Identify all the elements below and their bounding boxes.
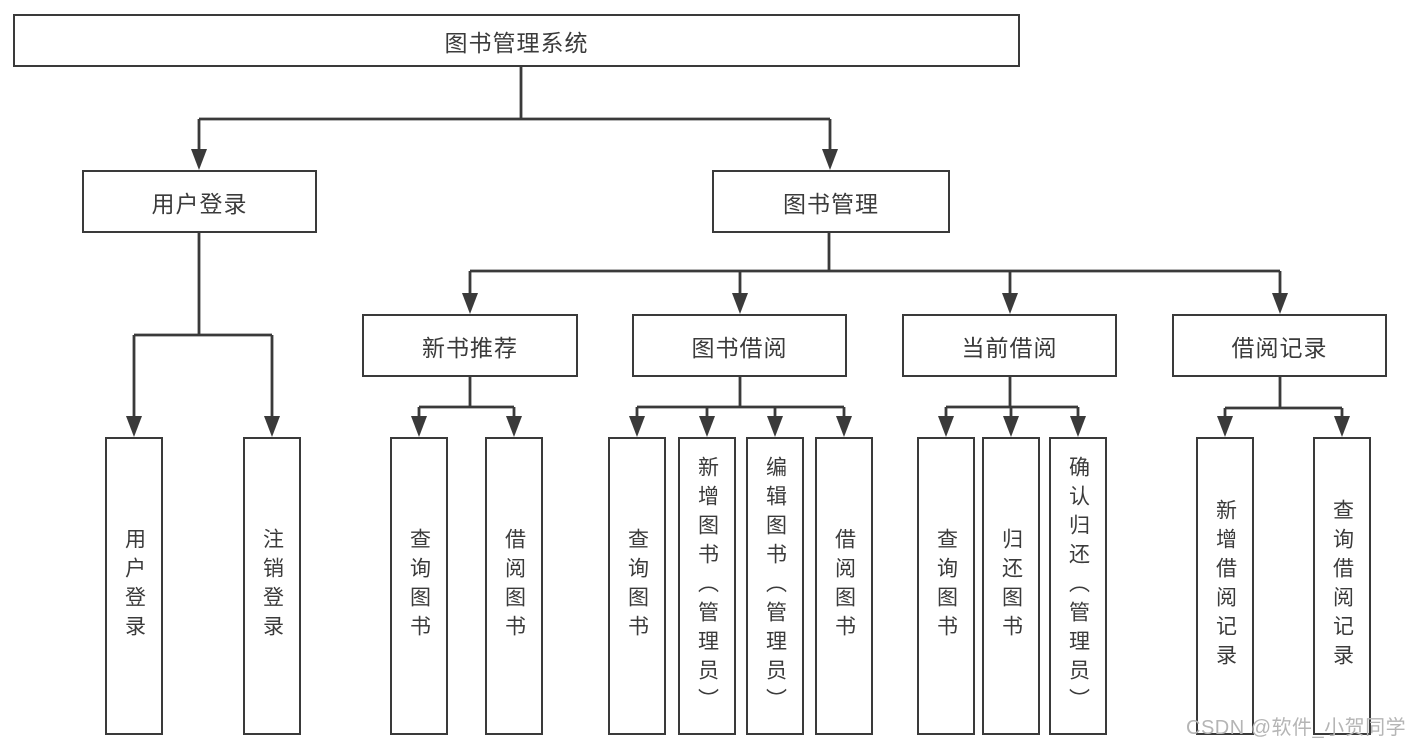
node-add-book-admin: 新增图书（管理员） [678, 437, 736, 735]
connector-user-login [132, 233, 274, 424]
arrowhead-icon [411, 416, 427, 437]
node-user-login-leaf-label: 用户登录 [122, 528, 146, 644]
arrowhead-icon [126, 416, 142, 437]
node-query-books-current: 查询图书 [917, 437, 975, 735]
node-borrow-books-recommend-label: 借阅图书 [502, 528, 526, 644]
node-current-borrowing-label: 当前借阅 [961, 334, 1058, 361]
node-edit-book-admin-label: 编辑图书（管理员） [763, 455, 787, 717]
node-query-books-borrowing: 查询图书 [608, 437, 666, 735]
node-root-label: 图书管理系统 [444, 29, 589, 56]
arrowhead-icon [767, 416, 783, 437]
node-new-book-recommendation: 新书推荐 [362, 314, 578, 377]
node-add-borrow-record: 新增借阅记录 [1196, 437, 1254, 735]
node-confirm-return-admin-label: 确认归还（管理员） [1066, 455, 1090, 717]
node-query-borrow-record-label: 查询借阅记录 [1330, 499, 1354, 673]
node-borrow-books-label: 借阅图书 [832, 528, 856, 644]
node-return-books: 归还图书 [982, 437, 1040, 735]
node-book-management: 图书管理 [712, 170, 950, 233]
arrowhead-icon [1272, 293, 1288, 314]
arrowhead-icon [629, 416, 645, 437]
arrowhead-icon [1334, 416, 1350, 437]
node-book-management-label: 图书管理 [783, 190, 879, 217]
node-book-borrowing-label: 图书借阅 [691, 334, 788, 361]
arrowhead-icon [191, 149, 207, 170]
node-edit-book-admin: 编辑图书（管理员） [746, 437, 804, 735]
arrowhead-icon [836, 416, 852, 437]
node-query-books-recommend: 查询图书 [390, 437, 448, 735]
arrowhead-icon [506, 416, 522, 437]
node-current-borrowing: 当前借阅 [902, 314, 1117, 377]
node-query-books-current-label: 查询图书 [934, 528, 958, 644]
connector-root-to-level2 [197, 67, 832, 155]
node-borrow-books-recommend: 借阅图书 [485, 437, 543, 735]
arrowhead-icon [938, 416, 954, 437]
node-user-login-leaf: 用户登录 [105, 437, 163, 735]
arrowhead-icon [1070, 416, 1086, 437]
node-user-login: 用户登录 [82, 170, 317, 233]
node-logout: 注销登录 [243, 437, 301, 735]
node-add-borrow-record-label: 新增借阅记录 [1213, 499, 1237, 673]
node-book-borrowing: 图书借阅 [632, 314, 847, 377]
node-root: 图书管理系统 [13, 14, 1020, 67]
node-new-book-recommendation-label: 新书推荐 [422, 334, 518, 361]
arrowhead-icon [699, 416, 715, 437]
connector-current-borrowing [944, 377, 1080, 424]
node-query-borrow-record: 查询借阅记录 [1313, 437, 1371, 735]
node-borrowing-records-label: 借阅记录 [1231, 334, 1328, 361]
node-add-book-admin-label: 新增图书（管理员） [695, 455, 719, 717]
arrowhead-icon [1003, 416, 1019, 437]
node-query-books-recommend-label: 查询图书 [407, 528, 431, 644]
arrowhead-icon [264, 416, 280, 437]
node-logout-label: 注销登录 [260, 528, 284, 644]
arrowhead-icon [1002, 293, 1018, 314]
node-borrowing-records: 借阅记录 [1172, 314, 1387, 377]
connector-book-management [468, 233, 1282, 299]
connector-borrowing-records [1223, 377, 1344, 424]
arrowhead-icon [732, 293, 748, 314]
node-borrow-books: 借阅图书 [815, 437, 873, 735]
connector-book-borrowing [635, 377, 846, 424]
arrowhead-icon [822, 149, 838, 170]
arrowhead-icon [1217, 416, 1233, 437]
node-user-login-label: 用户登录 [151, 190, 248, 217]
node-confirm-return-admin: 确认归还（管理员） [1049, 437, 1107, 735]
node-return-books-label: 归还图书 [999, 528, 1023, 644]
arrowhead-icon [462, 293, 478, 314]
node-query-books-borrowing-label: 查询图书 [625, 528, 649, 644]
connector-new-book-recommendation [417, 377, 516, 424]
watermark: CSDN @软件_小贺同学 [1186, 717, 1405, 739]
